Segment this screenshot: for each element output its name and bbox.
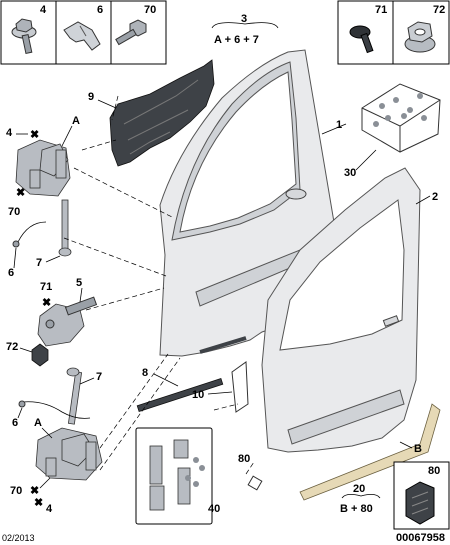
callouts: 1 2 9 30 4 ✖ A ✖ 70 6 7 71 ✖ 5 72 7 6 A … xyxy=(6,91,438,515)
callout-71: 71 xyxy=(40,281,52,293)
part-box-70: 70 xyxy=(110,0,167,65)
inset-clip-80: 80 xyxy=(393,461,450,530)
part-box-4: 4 xyxy=(0,0,57,65)
kit-20: 20 B + 80 xyxy=(340,483,381,515)
nut-72-icon xyxy=(31,343,49,367)
inset-80-label: 80 xyxy=(428,465,440,477)
callout-6-upper: 6 xyxy=(8,267,14,279)
hardware-kit-40 xyxy=(135,427,213,525)
footer-date: 02/2013 xyxy=(2,533,35,543)
part-box-70-label: 70 xyxy=(144,4,156,16)
callout-72: 72 xyxy=(6,341,18,353)
kit-20-formula: B + 80 xyxy=(340,503,373,515)
callout-6-lower: 6 xyxy=(12,417,18,429)
door-seal xyxy=(199,336,247,354)
part-box-72: 72 xyxy=(392,0,450,65)
callout-5: 5 xyxy=(76,277,82,289)
assembly-lines xyxy=(63,95,255,475)
callout-30: 30 xyxy=(344,167,356,179)
hex-flange-screw-icon xyxy=(11,18,37,55)
part-box-6-label: 6 xyxy=(97,4,103,16)
callout-10: 10 xyxy=(192,389,204,401)
svg-text:✖: ✖ xyxy=(42,297,51,309)
callout-80: 80 xyxy=(238,453,250,465)
door-check-5 xyxy=(31,296,98,367)
part-box-71: 71 xyxy=(337,0,394,65)
callout-7-upper: 7 xyxy=(36,257,42,269)
svg-text:✖: ✖ xyxy=(30,485,39,497)
moulding-b xyxy=(299,403,441,501)
clip-80-detail-icon xyxy=(405,481,435,525)
part-box-4-label: 4 xyxy=(40,4,47,16)
callout-7-lower: 7 xyxy=(96,371,102,383)
kit-3-ref: 3 xyxy=(241,13,247,25)
side-door-shell xyxy=(261,167,421,453)
cable-6a xyxy=(12,221,47,248)
callout-a-upper: A xyxy=(72,115,80,127)
upper-hinge-assembly xyxy=(15,139,71,197)
part-box-72-label: 72 xyxy=(433,4,445,16)
callout-70-lower: 70 xyxy=(10,485,22,497)
check-strap-7b xyxy=(66,367,83,425)
kit-3: 3 A + 6 + 7 xyxy=(211,13,279,46)
seal-strip-8 xyxy=(136,378,224,412)
footer-code: 00067958 xyxy=(396,532,445,544)
bolt-icon xyxy=(115,19,147,46)
callout-1: 1 xyxy=(336,119,342,131)
svg-text:✖: ✖ xyxy=(30,129,39,141)
flange-nut-icon xyxy=(404,21,436,53)
kit-3-formula: A + 6 + 7 xyxy=(214,34,259,46)
clip-80 xyxy=(247,475,263,491)
torx-bolt-icon xyxy=(349,25,374,54)
cable-6b xyxy=(18,400,91,419)
plate-10 xyxy=(231,361,249,413)
callout-2: 2 xyxy=(432,191,438,203)
callout-9: 9 xyxy=(88,91,94,103)
svg-text:✖: ✖ xyxy=(34,497,43,509)
callout-b: B xyxy=(414,443,422,455)
check-strap-7a xyxy=(58,199,72,257)
callout-70-upper: 70 xyxy=(8,206,20,218)
callout-40: 40 xyxy=(208,503,220,515)
callout-a-lower: A xyxy=(34,417,42,429)
part-box-71-label: 71 xyxy=(375,4,387,16)
cable-clip-icon xyxy=(63,21,101,51)
callout-4-upper: 4 xyxy=(6,127,13,139)
svg-text:✖: ✖ xyxy=(16,187,25,199)
part-box-6: 6 xyxy=(55,0,112,65)
callout-8: 8 xyxy=(142,367,148,379)
callout-4-lower: 4 xyxy=(46,503,53,515)
door-inner-trim-panel xyxy=(109,59,215,167)
kit-20-ref: 20 xyxy=(353,483,365,495)
front-door-shell xyxy=(159,49,339,357)
lower-hinge-assembly xyxy=(35,427,103,481)
clip-kit-30 xyxy=(361,83,441,153)
